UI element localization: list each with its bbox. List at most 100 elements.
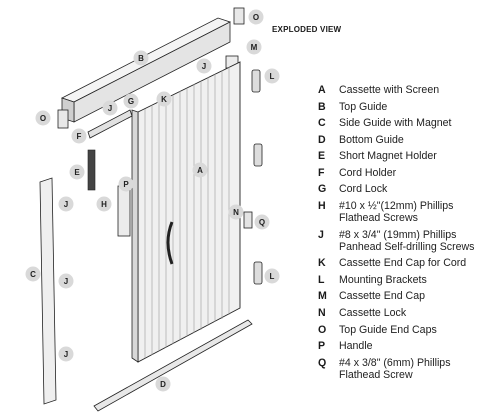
cassette-lock-bracket (117, 185, 131, 237)
callout-letter: J (64, 200, 68, 209)
callout-letter: L (270, 72, 275, 81)
callout-letter: J (202, 62, 206, 71)
callout-circle (196, 58, 212, 74)
callout-circle (58, 346, 74, 362)
callout-q: Q (254, 214, 270, 230)
legend-text: Top Guide End Caps (339, 323, 437, 336)
callout-l: L (264, 68, 280, 84)
callout-circle (71, 128, 87, 144)
legend-letter: C (318, 117, 326, 130)
legend-item: L Mounting Brackets (318, 274, 498, 286)
legend-letter: J (318, 228, 324, 241)
callout-b: B (133, 50, 149, 66)
callout-p: P (118, 176, 134, 192)
callout-circle (133, 50, 149, 66)
callout-m: M (246, 39, 262, 55)
callout-circle (192, 162, 208, 178)
legend-text: #8 x 3/4" (19mm) Phillips Panhead Self-d… (339, 228, 475, 253)
short-magnet-holder (87, 149, 96, 191)
callout-letter: Q (259, 218, 265, 227)
legend-item: O Top Guide End Caps (318, 324, 498, 336)
callout-n: N (228, 204, 244, 220)
legend-text: Cassette Lock (339, 306, 407, 319)
callout-o: O (35, 110, 51, 126)
legend-item: H #10 x ½"(12mm) Phillips Flathead Screws (318, 200, 498, 224)
callout-circle (264, 68, 280, 84)
callout-circle (248, 9, 264, 25)
callout-j: J (58, 273, 74, 289)
callout-letter: B (138, 54, 144, 63)
callout-o: O (248, 9, 264, 25)
callout-circle (123, 93, 139, 109)
callout-circle (246, 39, 262, 55)
callout-j: J (102, 100, 118, 116)
cassette-with-screen (131, 61, 241, 363)
callout-circle (96, 196, 112, 212)
legend-letter: Q (318, 356, 327, 369)
callout-letter: D (160, 380, 166, 389)
callout-letter: O (40, 114, 46, 123)
callout-letter: P (123, 180, 129, 189)
legend-letter: A (318, 84, 326, 96)
callout-letter: G (128, 97, 134, 106)
legend-text: Side Guide with Magnet (339, 117, 452, 130)
callout-letter: F (77, 132, 82, 141)
callout-letter: N (233, 208, 239, 217)
legend-text: #10 x ½"(12mm) Phillips Flathead Screws (339, 199, 454, 225)
callout-circle (58, 196, 74, 212)
callout-letter: C (30, 270, 36, 279)
callout-e: E (69, 164, 85, 180)
legend-letter: O (318, 323, 327, 336)
bottom-guide (93, 319, 253, 412)
legend-letter: M (318, 290, 327, 303)
callout-circle (264, 268, 280, 284)
handle (166, 221, 174, 265)
legend-letter: H (318, 199, 326, 212)
legend-letter: E (318, 150, 326, 163)
legend-letter: P (318, 340, 326, 353)
legend-item: Q#4 x 3/8" (6mm) Phillips Flathead Screw (318, 357, 498, 381)
callout-k: K (156, 91, 172, 107)
callout-c: C (25, 266, 41, 282)
mounting-bracket (251, 69, 261, 93)
top-guide-end-cap-right (233, 7, 245, 25)
callout-letter: E (74, 168, 80, 177)
callout-letter: M (251, 43, 258, 52)
legend-text: Bottom Guide (339, 133, 404, 146)
callout-circle (35, 110, 51, 126)
callout-circle (228, 204, 244, 220)
diagram-title: EXPLODED VIEW (272, 25, 342, 34)
callout-circle (25, 266, 41, 282)
legend-text: Short Magnet Holder (339, 150, 437, 163)
legend-item: J #8 x 3/4" (19mm) Phillips Panhead Self-… (318, 229, 498, 253)
callout-circle (102, 100, 118, 116)
callout-circle (155, 376, 171, 392)
callout-letter: J (108, 104, 112, 113)
cassette-lock (243, 211, 253, 229)
cord-holder (87, 109, 133, 139)
callout-j: J (196, 58, 212, 74)
callout-letter: O (253, 13, 259, 22)
callout-f: F (71, 128, 87, 144)
legend-letter: B (318, 100, 326, 113)
callout-h: H (96, 196, 112, 212)
legend-text: Mounting Brackets (339, 273, 427, 286)
callout-a: A (192, 162, 208, 178)
legend-letter: L (318, 273, 325, 286)
callout-circle (254, 214, 270, 230)
mounting-bracket (253, 143, 263, 167)
top-guide-end-cap-left (57, 109, 69, 129)
callout-circle (156, 91, 172, 107)
legend-letter: F (318, 166, 325, 179)
